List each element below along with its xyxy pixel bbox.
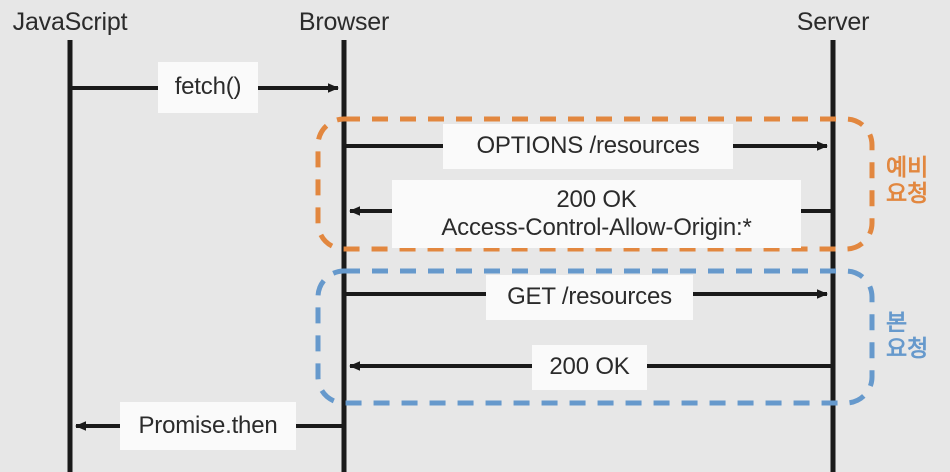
message-label-get-request: GET /resources [486, 275, 693, 320]
message-label-options-request: OPTIONS /resources [443, 124, 733, 169]
message-label-main-response: 200 OK [532, 345, 647, 390]
main-request-group-box [315, 268, 875, 406]
actor-label-server: Server [796, 8, 870, 36]
preflight-group-caption: 예비 요청 [886, 154, 929, 206]
preflight-group-box [315, 116, 875, 252]
actor-label-javascript: JavaScript [12, 8, 128, 36]
message-label-preflight-response: 200 OK Access-Control-Allow-Origin:* [392, 180, 801, 248]
main-request-group-caption: 본 요청 [886, 309, 929, 361]
message-label-promise-then: Promise.then [120, 402, 296, 450]
group-boxes [315, 116, 875, 406]
message-label-fetch: fetch() [158, 62, 258, 113]
lifelines [67, 40, 836, 472]
actor-label-browser: Browser [298, 8, 390, 36]
